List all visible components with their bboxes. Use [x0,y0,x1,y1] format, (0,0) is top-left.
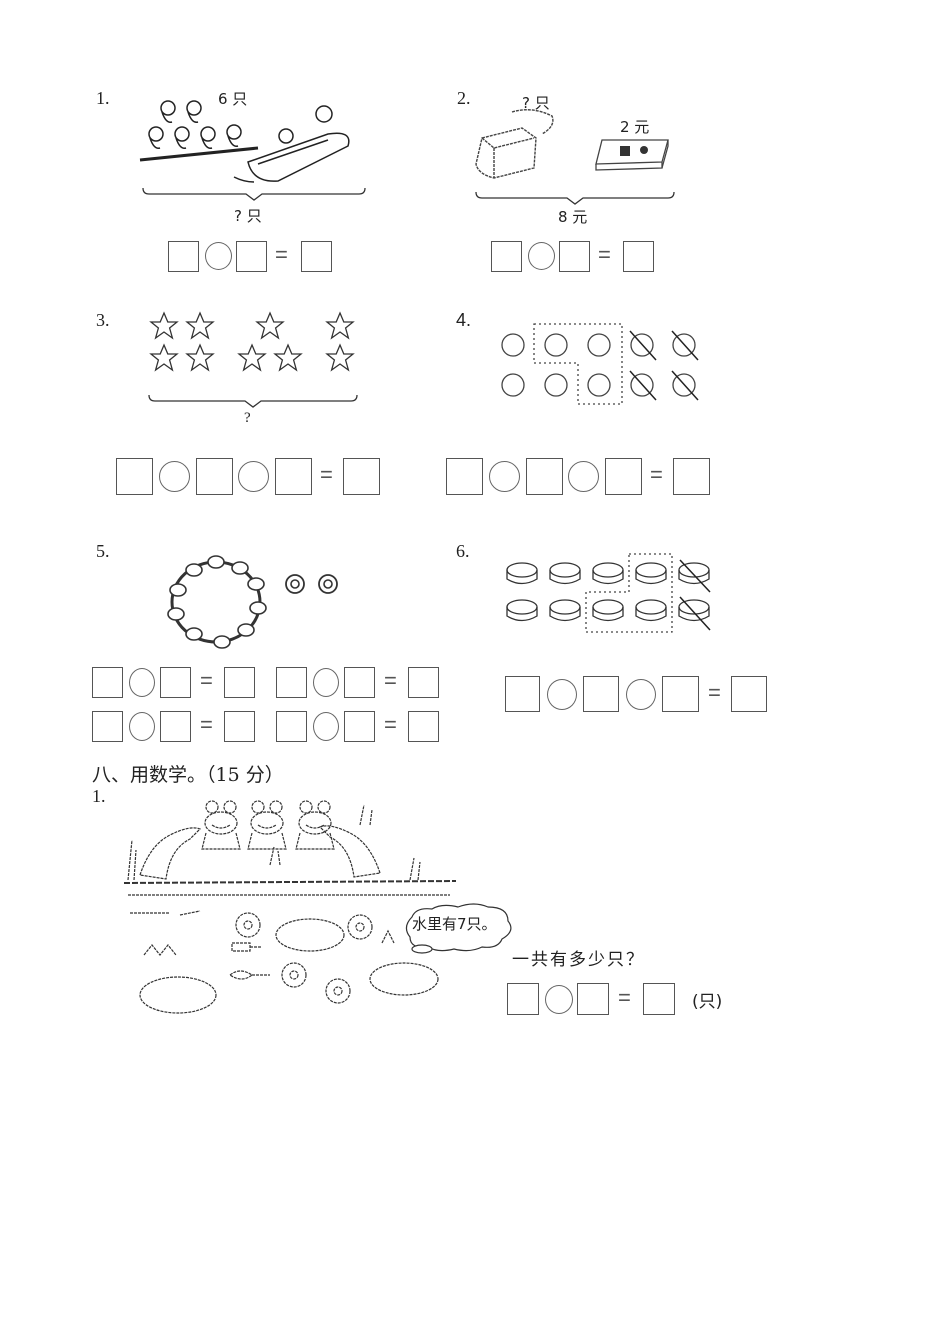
problem-2-number: 2. [457,88,471,108]
operator-circle[interactable] [528,242,555,270]
problem-1-brace [142,187,366,201]
speech-bubble-text: 水里有7只。 [412,915,497,933]
school-bag-icon [475,109,554,179]
answer-box[interactable] [408,711,439,742]
operator-circle[interactable] [205,242,232,270]
answer-box[interactable] [92,667,123,698]
operator-circle[interactable] [313,712,339,741]
frogs-pond-illustration [123,800,457,1014]
answer-box[interactable] [446,458,483,495]
problem-3-bottom-label: ? [244,410,251,426]
speech-bubble-shape [405,903,512,954]
answer-box[interactable] [275,458,312,495]
equals-sign: = [200,668,213,693]
equals-sign: = [200,712,213,737]
problem-4-number: 4. [456,310,472,330]
answer-box[interactable] [160,711,191,742]
answer-box[interactable] [507,983,539,1015]
circles-grid-illustration [501,323,699,405]
equals-sign: = [384,712,397,737]
answer-box[interactable] [160,667,191,698]
answer-box[interactable] [116,458,153,495]
equals-sign: = [275,242,288,267]
answer-box[interactable] [224,711,255,742]
equals-sign: = [618,985,631,1010]
equals-sign: = [598,242,611,267]
problem-1-top-label: 6 只 [218,90,248,108]
equals-sign: = [384,668,397,693]
answer-box[interactable] [643,983,675,1015]
operator-circle[interactable] [159,461,190,492]
answer-box[interactable] [236,241,267,272]
answer-box[interactable] [559,241,590,272]
unit-label: (只) [692,992,723,1012]
answer-box[interactable] [276,667,307,698]
answer-box[interactable] [344,667,375,698]
pencil-box-icon [595,139,669,171]
answer-box[interactable] [583,676,619,712]
answer-box[interactable] [577,983,609,1015]
answer-box[interactable] [344,711,375,742]
bead-bracelet-illustration [167,555,338,649]
problem-2-bag-label: ? 只 [522,94,550,112]
answer-box[interactable] [301,241,332,272]
answer-box[interactable] [526,458,563,495]
operator-circle[interactable] [129,712,155,741]
answer-box[interactable] [276,711,307,742]
operator-circle[interactable] [545,985,573,1014]
operator-circle[interactable] [313,668,339,697]
problem-3-number: 3. [96,310,110,330]
answer-box[interactable] [605,458,642,495]
section-8-title: 八、用数学。（15 分） [92,764,284,786]
equals-sign: = [320,462,333,487]
dogs-boat-illustration [139,100,350,183]
problem-1-number: 1. [96,88,110,108]
problem-2-brace [475,191,675,205]
problem-2-bottom-label: 8 元 [558,208,588,226]
operator-circle[interactable] [547,679,577,710]
answer-box[interactable] [92,711,123,742]
operator-circle[interactable] [626,679,656,710]
operator-circle[interactable] [568,461,599,492]
operator-circle[interactable] [489,461,520,492]
answer-box[interactable] [505,676,540,712]
answer-box[interactable] [408,667,439,698]
answer-box[interactable] [662,676,699,712]
answer-box[interactable] [731,676,767,712]
equals-sign: = [650,462,663,487]
problem-3-brace [148,394,358,408]
problem-6-number: 6. [456,541,470,561]
operator-circle[interactable] [129,668,155,697]
coins-grid-illustration [506,553,711,633]
problem-2-box-label: 2 元 [620,118,650,136]
section-8-problem-1-number: 1. [92,786,106,806]
answer-box[interactable] [623,241,654,272]
operator-circle[interactable] [238,461,269,492]
answer-box[interactable] [491,241,522,272]
stars-illustration [150,312,354,371]
equals-sign: = [708,680,721,705]
answer-box[interactable] [168,241,199,272]
answer-box[interactable] [673,458,710,495]
answer-box[interactable] [196,458,233,495]
answer-box[interactable] [224,667,255,698]
answer-box[interactable] [343,458,380,495]
problem-5-number: 5. [96,541,110,561]
question-text: 一共有多少只？ [512,950,645,970]
problem-1-bottom-label: ? 只 [234,207,262,225]
